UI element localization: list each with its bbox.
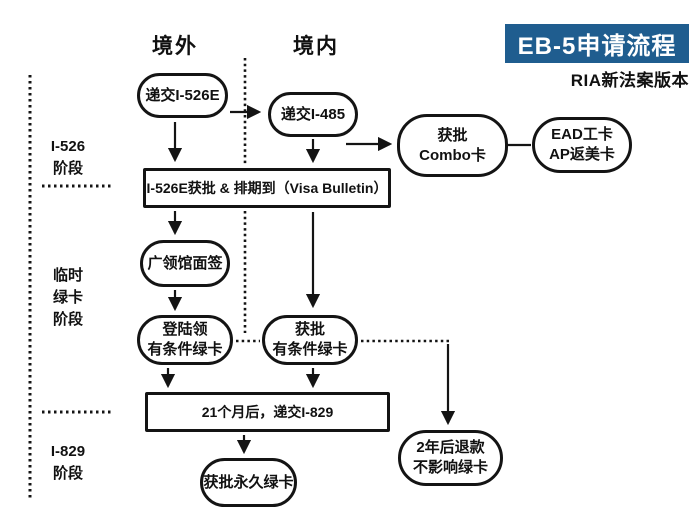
node-permanent-green-card: 获批永久绿卡 xyxy=(200,458,297,507)
stage-label-i526: I-526 阶段 xyxy=(50,138,86,177)
stage-label-i829: I-829 阶段 xyxy=(50,443,86,482)
node-submit-i485: 递交I-485 xyxy=(268,92,358,137)
column-header-domestic: 境内 xyxy=(293,35,339,58)
node-submit-i526e: 递交I-526E xyxy=(137,73,228,118)
node-conditional-green-card: 获批 有条件绿卡 xyxy=(262,315,358,365)
node-consulate-interview: 广领馆面签 xyxy=(140,240,230,287)
node-ead-card: EAD工卡 AP返美卡 xyxy=(532,117,632,173)
node-refund: 2年后退款 不影响绿卡 xyxy=(398,430,503,486)
node-visa-bulletin: I-526E获批 & 排期到（Visa Bulletin） xyxy=(143,168,391,208)
page-subtitle: RIA新法案版本 xyxy=(570,71,689,90)
flow-arrows xyxy=(160,104,531,455)
title-banner: EB-5申请流程 xyxy=(505,24,689,63)
stage-label-temp-green-card: 临时 绿卡 阶段 xyxy=(52,267,83,328)
column-header-overseas: 境外 xyxy=(152,35,198,58)
node-combo-card: 获批 Combo卡 xyxy=(397,114,508,177)
page-title: EB-5申请流程 xyxy=(517,33,677,60)
node-submit-i829: 21个月后，递交I-829 xyxy=(145,392,390,432)
node-landing-green-card: 登陆领 有条件绿卡 xyxy=(137,315,233,365)
stage-separator-lines xyxy=(28,75,112,500)
